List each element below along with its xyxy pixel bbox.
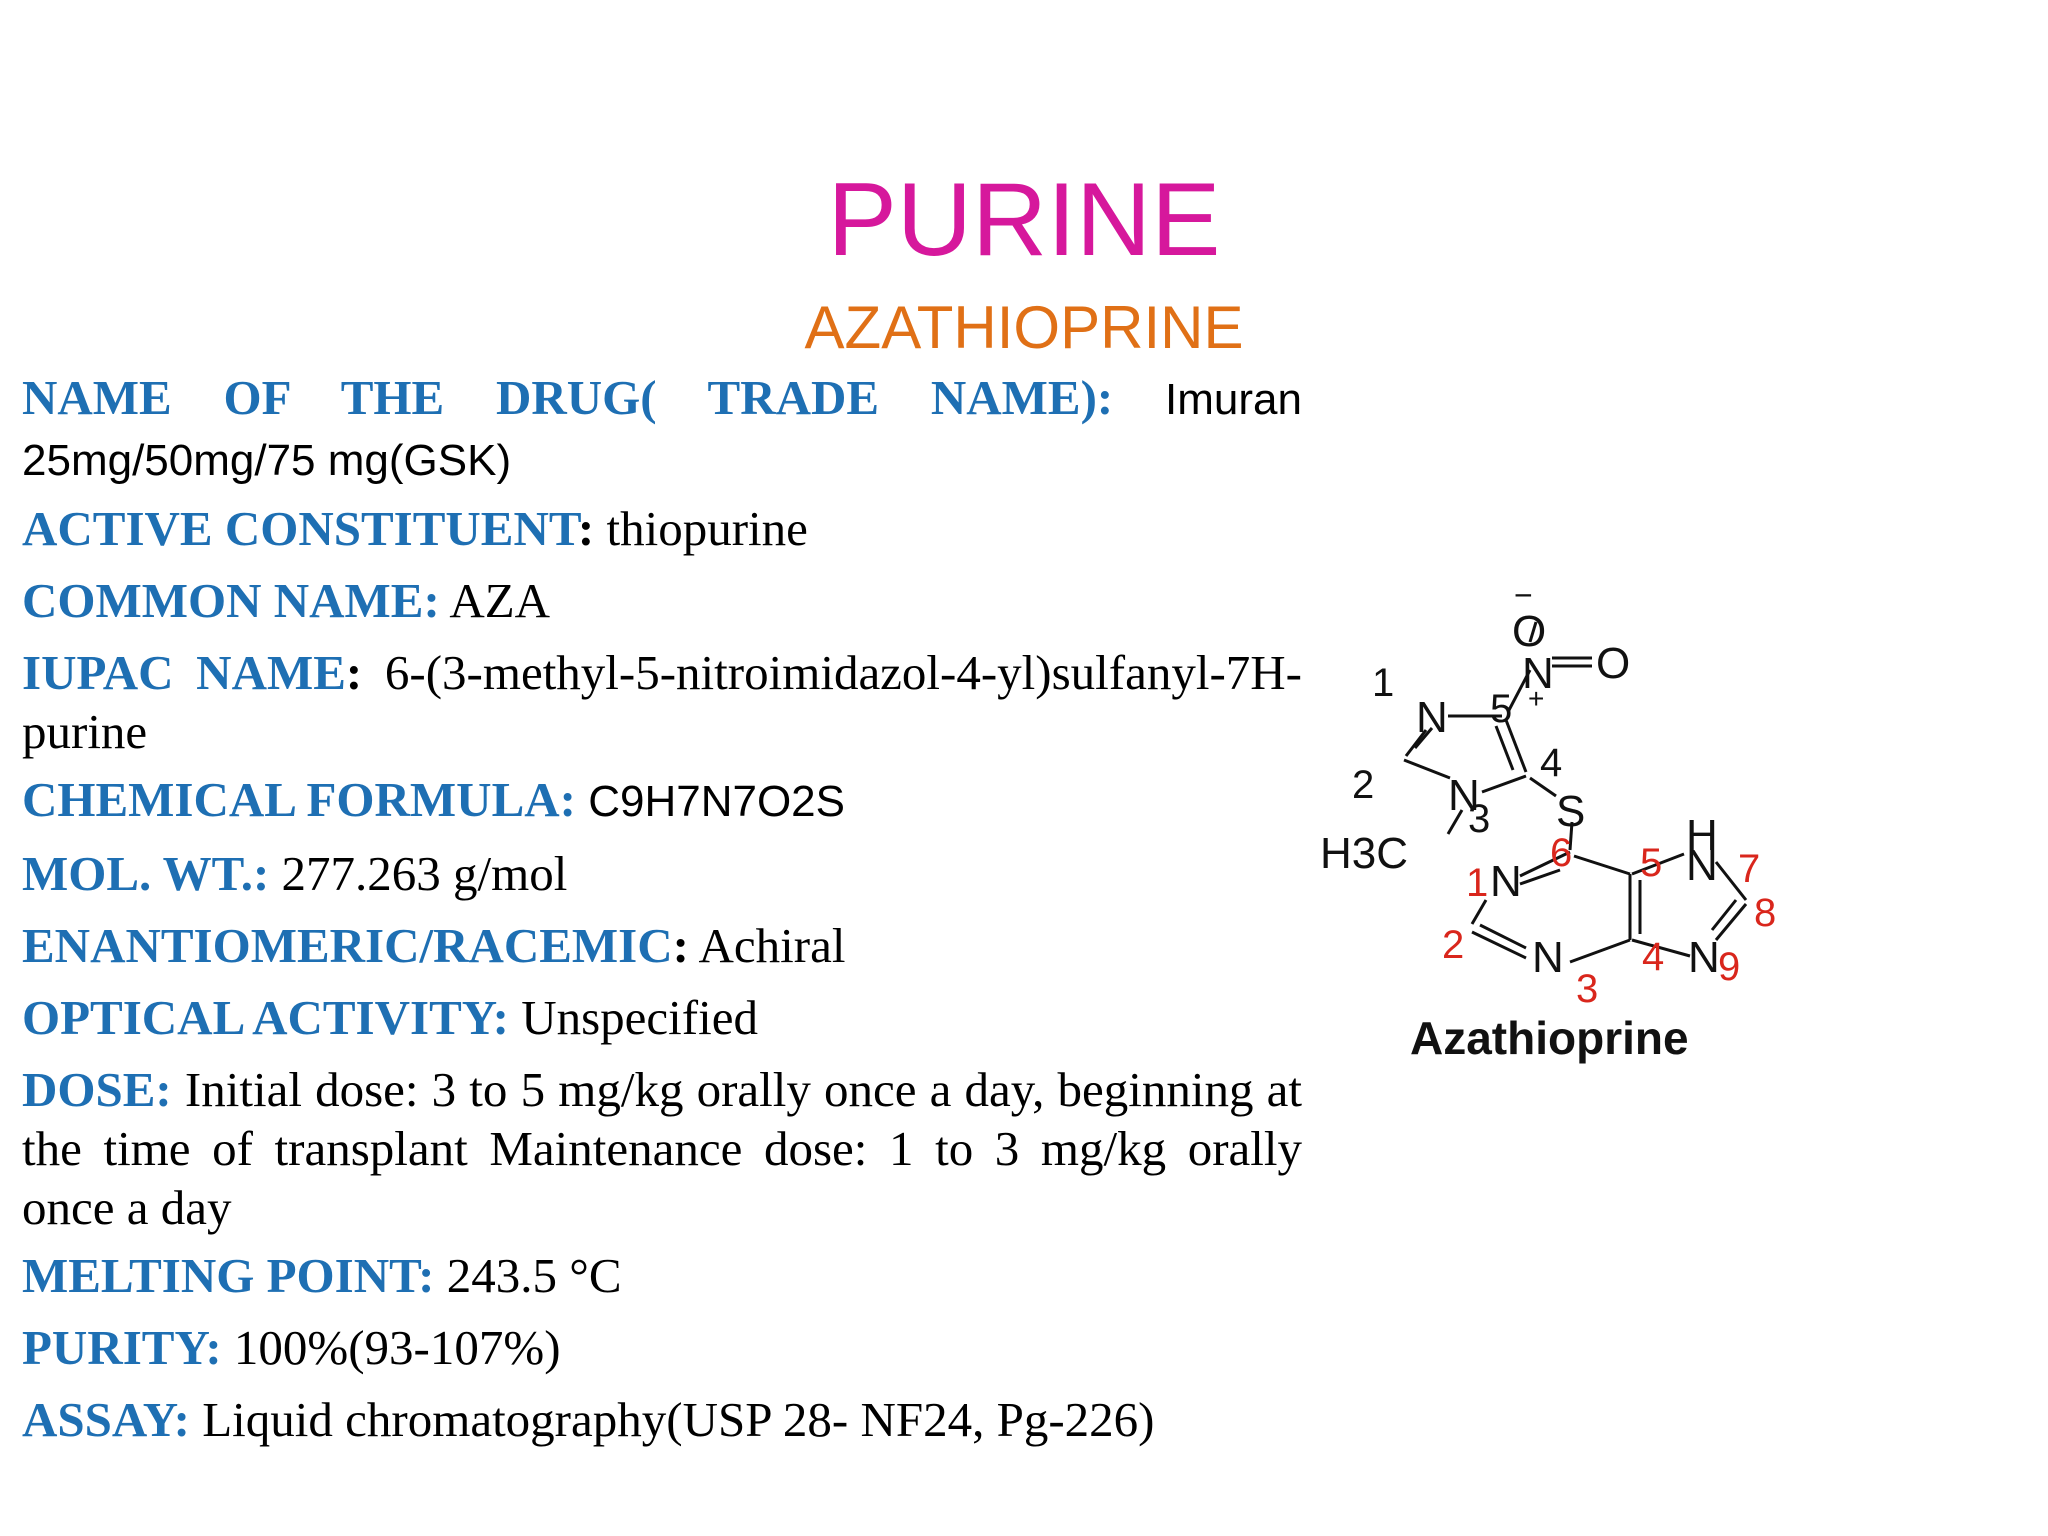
active-constituent-row: ACTIVE CONSTITUENT: thiopurine — [22, 501, 808, 556]
imidazole-numbering: 1 5 4 2 3 — [1352, 661, 1562, 841]
assay-row: ASSAY: Liquid chromatography(USP 28- NF2… — [22, 1390, 1302, 1449]
dose-label: DOSE: — [22, 1062, 172, 1117]
assay-label: ASSAY: — [22, 1392, 190, 1447]
trade-name-value: Imuran 25mg/50mg/75 mg(GSK) — [22, 375, 1302, 485]
purine-number: 8 — [1754, 891, 1776, 935]
active-constituent-value: thiopurine — [606, 501, 808, 556]
mol-wt-value: 277.263 g/mol — [281, 846, 568, 901]
mol-wt-label: MOL. WT.: — [22, 846, 270, 901]
purine-number: 9 — [1718, 945, 1740, 989]
slide-subtitle: AZATHIOPRINE — [804, 294, 1244, 361]
optical-activity-row: OPTICAL ACTIVITY: Unspecified — [22, 988, 1302, 1047]
structure-caption: Azathioprine — [1410, 1012, 1689, 1064]
atom-n-purine-1: N — [1490, 857, 1522, 906]
chemical-formula-label: CHEMICAL FORMULA: — [22, 772, 576, 827]
atom-n-nitro: N — [1522, 649, 1554, 698]
atom-o-minus: O — [1512, 607, 1546, 656]
common-name-row: COMMON NAME: AZA — [22, 571, 1302, 630]
structure-atoms: O − N + O N N S H3C N N H N N — [1320, 577, 1720, 982]
purine-number: 2 — [1442, 923, 1464, 967]
charge-minus: − — [1514, 577, 1533, 613]
purine-number: 7 — [1738, 847, 1760, 891]
atom-n-imidazole-1: N — [1416, 693, 1448, 742]
purine-number: 3 — [1576, 967, 1598, 1011]
melting-point-value: 243.5 °C — [446, 1248, 622, 1303]
common-name-label: COMMON NAME: — [22, 573, 440, 628]
atom-n-purine-7: N — [1686, 841, 1718, 890]
atom-n-purine-3: N — [1532, 933, 1564, 982]
imidazole-number: 5 — [1490, 687, 1512, 731]
common-name-value: AZA — [449, 573, 551, 628]
atom-h-purine-7: H — [1686, 811, 1718, 860]
purine-number: 6 — [1550, 831, 1572, 875]
purity-row: PURITY: 100%(93-107%) — [22, 1318, 1302, 1377]
purity-value: 100%(93-107%) — [233, 1320, 561, 1375]
imidazole-number: 3 — [1468, 797, 1490, 841]
atom-s: S — [1556, 787, 1585, 836]
structure-bonds — [1403, 621, 1748, 964]
azathioprine-structure-figure: O − N + O N N S H3C N N H N N 1 5 4 2 3 … — [1320, 570, 1960, 1090]
imidazole-number: 4 — [1540, 741, 1562, 785]
dose-value: Initial dose: 3 to 5 mg/kg orally once a… — [22, 1062, 1302, 1235]
optical-activity-label: OPTICAL ACTIVITY: — [22, 990, 509, 1045]
active-constituent-label: ACTIVE CONSTITUENT — [22, 501, 578, 556]
imidazole-number: 2 — [1352, 763, 1374, 807]
enantiomeric-value: Achiral — [698, 918, 846, 973]
enantiomeric-row: ENANTIOMERIC/RACEMIC: Achiral — [22, 918, 846, 973]
structure-diagram: O − N + O N N S H3C N N H N N 1 5 4 2 3 … — [1320, 577, 1776, 1064]
purity-label: PURITY: — [22, 1320, 222, 1375]
atom-n-imidazole-3: N — [1448, 771, 1480, 820]
chemical-formula-row: CHEMICAL FORMULA: C9H7N7O2S — [22, 770, 1302, 831]
enantiomeric-label: ENANTIOMERIC/RACEMIC — [22, 918, 673, 973]
trade-name-label: NAME OF THE DRUG( TRADE NAME): — [22, 370, 1114, 425]
atom-o-double: O — [1596, 639, 1630, 688]
mol-wt-row: MOL. WT.: 277.263 g/mol — [22, 844, 1302, 903]
charge-plus: + — [1528, 683, 1544, 714]
purine-number: 1 — [1466, 861, 1488, 905]
melting-point-row: MELTING POINT: 243.5 °C — [22, 1246, 1302, 1305]
atom-n-purine-9: N — [1688, 933, 1720, 982]
slide-title: PURINE — [827, 162, 1221, 278]
iupac-name-label: IUPAC NAME — [22, 645, 346, 700]
iupac-name-value: 6-(3-methyl-5-nitroimidazol-4-yl)sulfany… — [22, 645, 1302, 759]
optical-activity-value: Unspecified — [521, 990, 758, 1045]
imidazole-number: 1 — [1372, 661, 1394, 705]
chemical-formula-value: C9H7N7O2S — [588, 777, 845, 826]
drug-info-list: NAME OF THE DRUG( TRADE NAME): Imuran 25… — [22, 368, 1302, 1462]
iupac-name-row: IUPAC NAME: 6-(3-methyl-5-nitroimidazol-… — [22, 645, 1302, 759]
purine-number: 4 — [1642, 935, 1664, 979]
melting-point-label: MELTING POINT: — [22, 1248, 435, 1303]
trade-name-row: NAME OF THE DRUG( TRADE NAME): Imuran 25… — [22, 368, 1302, 490]
assay-value: Liquid chromatography(USP 28- NF24, Pg-2… — [202, 1392, 1155, 1447]
dose-row: DOSE: Initial dose: 3 to 5 mg/kg orally … — [22, 1060, 1302, 1237]
purine-number: 5 — [1640, 841, 1662, 885]
purine-numbering: 6 5 7 1 8 2 4 9 3 — [1442, 831, 1776, 1011]
atom-h3c: H3C — [1320, 829, 1408, 878]
